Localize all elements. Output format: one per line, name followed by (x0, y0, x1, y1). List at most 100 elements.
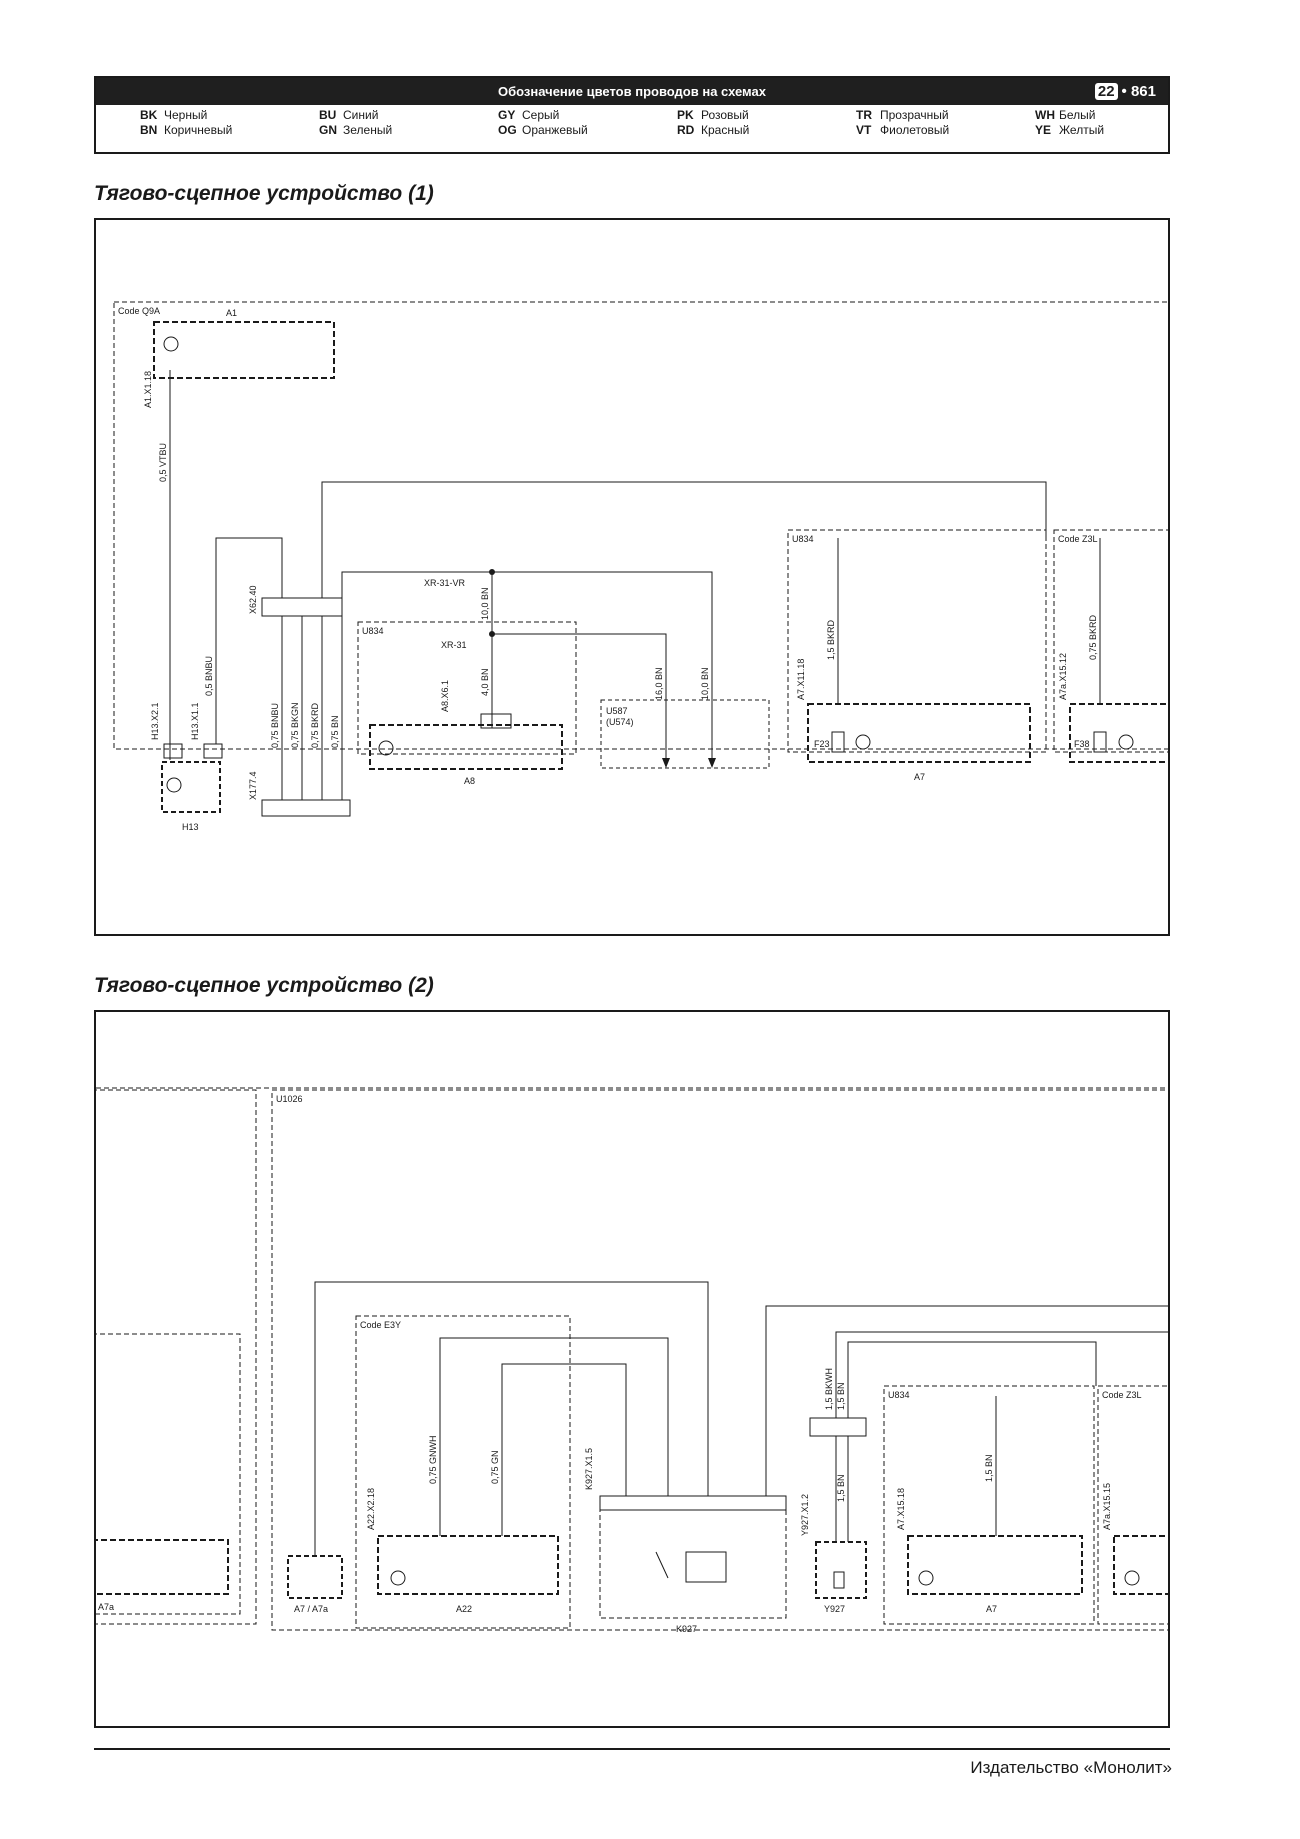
color-code: VT (856, 123, 872, 137)
color-code: GY (498, 108, 516, 122)
label-wire: 1,5 BN (836, 1474, 846, 1502)
label-x177-4: X177.4 (248, 771, 258, 800)
label-a7-x11-18: A7.X11.18 (796, 659, 806, 700)
label-y927: Y927 (824, 1604, 845, 1614)
label-wire: 0,75 BKRD (310, 702, 320, 748)
a7-module (807, 703, 1031, 763)
label-h13: H13 (182, 822, 199, 832)
color-name: Оранжевый (522, 123, 588, 137)
label-u1026: U1026 (276, 1094, 303, 1104)
ground-icon (390, 1570, 406, 1586)
diagram-2-svg: U1026 A7a A7 / A7a Code E3Y A22.X2.18 0,… (96, 1087, 1168, 1634)
label-a22-x2-18: A22.X2.18 (366, 1488, 376, 1530)
a1-module (153, 321, 335, 379)
y927-component (815, 1541, 867, 1599)
label-wire: 0,75 BKRD (1088, 614, 1098, 660)
label-u834: U834 (792, 534, 814, 544)
chapter-badge: 22 (1094, 83, 1118, 100)
a7a-module (1069, 703, 1168, 763)
buzzer-icon (166, 777, 182, 793)
ground-icon (1118, 734, 1134, 750)
color-code: BU (319, 108, 337, 122)
label-wire: 0,75 GNWH (428, 1435, 438, 1484)
label-a7a-x15-12: A7a.X15.12 (1058, 653, 1068, 700)
label-xr31vr: XR-31-VR (424, 578, 466, 588)
label-wire: 10,0 BN (700, 667, 710, 700)
color-name: Черный (164, 108, 208, 122)
pin (163, 743, 183, 759)
label-wire: 10,0 BN (480, 587, 490, 620)
label-a7: A7 (914, 772, 925, 782)
code-e3y-boundary (355, 1315, 571, 1629)
label-wire: 1,5 BN (984, 1454, 994, 1482)
a8-module (369, 724, 563, 770)
a7a-module (1113, 1535, 1168, 1595)
label-code-q9a: Code Q9A (118, 306, 160, 316)
k927-boundary (599, 1495, 787, 1619)
color-name: Синий (343, 108, 379, 122)
splice-dot (489, 631, 495, 637)
color-name: Желтый (1059, 123, 1105, 137)
a22-module (377, 1535, 559, 1595)
legend-column: BU Синий GN Зеленый (319, 108, 392, 138)
label-a1-x1-18: A1.X1.18 (143, 371, 153, 408)
u587-boundary (600, 699, 770, 769)
legend-title: Обозначение цветов проводов на схемах (498, 84, 766, 99)
color-code: GN (319, 123, 337, 137)
color-name: Белый (1059, 108, 1096, 122)
label-f38: F38 (1074, 739, 1090, 749)
code-z3l-boundary (1097, 1385, 1168, 1625)
label-code-e3y: Code E3Y (360, 1320, 401, 1330)
u834-a7-boundary (787, 529, 1047, 753)
label-wire: 1,5 BN (836, 1382, 846, 1410)
pin (480, 713, 512, 729)
page-number: 22• 861 (1094, 78, 1156, 105)
label-code-z3l: Code Z3L (1102, 1390, 1142, 1400)
valve-icon (833, 1571, 845, 1589)
diagram-2-title: Тягово-сцепное устройство (2) (94, 974, 434, 997)
a7a-left-module (96, 1539, 229, 1595)
label-wire: 0,5 BNBU (204, 656, 214, 696)
pin (203, 743, 223, 759)
k927-connector (599, 1495, 787, 1511)
label-a8-x6-1: A8.X6.1 (440, 680, 450, 712)
diagram-1-svg: Code Q9A A1 A1.X1.18 0,5 VTBU H13 H13.X2… (113, 301, 1168, 832)
ground-icon (378, 740, 394, 756)
color-code: BN (140, 123, 158, 137)
label-wire: 0,75 BNBU (270, 703, 280, 748)
label-wire: 1,5 BKRD (826, 619, 836, 660)
fuse-icon (831, 731, 845, 753)
splice-dot (489, 569, 495, 575)
label-xr31: XR-31 (441, 640, 467, 650)
label-a7: A7 (986, 1604, 997, 1614)
arrow-icon (662, 758, 670, 768)
outer-boundary (113, 301, 1168, 750)
y927-connector (809, 1417, 867, 1437)
code-z3l-boundary (1053, 529, 1168, 753)
label-wire: 0,5 VTBU (158, 443, 168, 482)
relay-coil (685, 1551, 727, 1583)
u1026-boundary (271, 1089, 1168, 1631)
color-name: Прозрачный (880, 108, 949, 122)
color-name: Коричневый (164, 123, 233, 137)
a7a-left-boundary (96, 1333, 241, 1615)
left-boundary (96, 1089, 257, 1625)
arrow-icon (708, 758, 716, 768)
label-wire: 0,75 BKGN (290, 702, 300, 748)
color-name: Зеленый (343, 123, 393, 137)
color-name: Серый (522, 108, 560, 122)
label-wire: 0,75 GN (490, 1450, 500, 1484)
label-wire: 1,5 BKWH (824, 1368, 834, 1410)
label-a8: A8 (464, 776, 475, 786)
fuse-icon (1093, 731, 1107, 753)
label-k927-x1-5: K927.X1.5 (584, 1448, 594, 1490)
label-wire: 16,0 BN (654, 667, 664, 700)
a7-a7a-module (287, 1555, 343, 1599)
label-u587: U587 (606, 706, 628, 716)
color-code: YE (1035, 123, 1052, 137)
diagram-2-frame: U1026 A7a A7 / A7a Code E3Y A22.X2.18 0,… (94, 1010, 1170, 1728)
label-x62-40: X62.40 (248, 585, 258, 614)
